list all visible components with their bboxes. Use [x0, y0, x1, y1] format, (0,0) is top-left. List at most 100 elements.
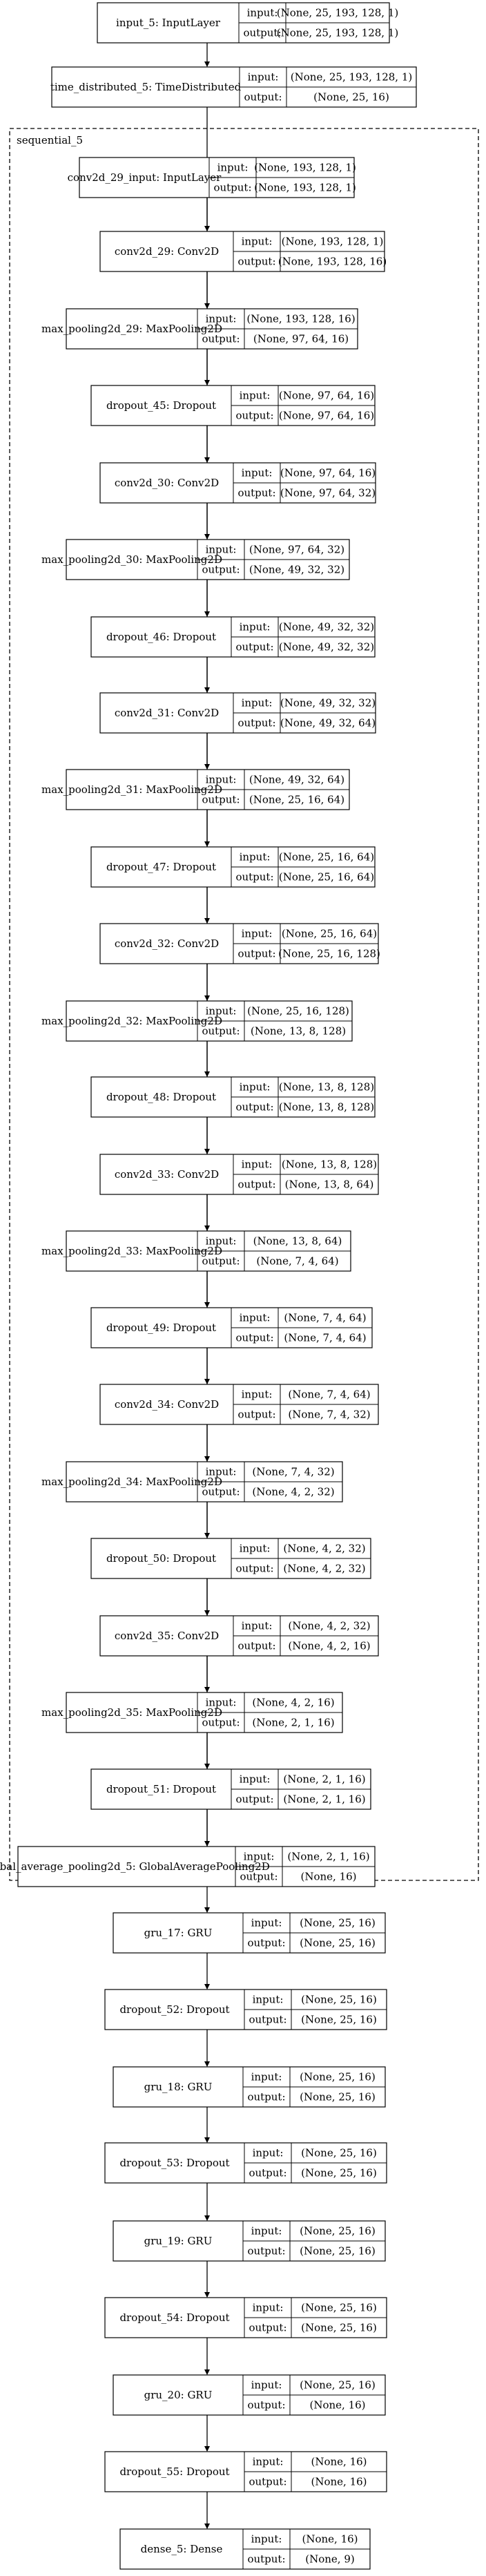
- input-port-label: input:: [251, 2533, 282, 2546]
- output-port-label: output:: [237, 1409, 275, 1421]
- layer-name: gru_19: GRU: [144, 2235, 213, 2247]
- layer-name: dropout_45: Dropout: [106, 399, 216, 412]
- input-shape: (None, 7, 4, 64): [288, 1389, 370, 1401]
- output-shape: (None, 2, 1, 16): [283, 1793, 365, 1806]
- input-port-label: input:: [247, 7, 278, 19]
- input-shape: (None, 49, 32, 32): [279, 621, 374, 633]
- output-shape: (None, 25, 16, 64): [249, 794, 344, 806]
- layer-name: dropout_52: Dropout: [119, 2003, 229, 2016]
- input-shape: (None, 25, 16): [300, 2071, 376, 2083]
- input-port-label: input:: [242, 467, 273, 479]
- layer-node: time_distributed_5: TimeDistributedinput…: [50, 66, 417, 108]
- input-shape: (None, 25, 16): [300, 2379, 376, 2392]
- layer-node: max_pooling2d_30: MaxPooling2Dinput:outp…: [41, 539, 350, 580]
- layer-name: dropout_47: Dropout: [106, 861, 216, 873]
- layer-name: max_pooling2d_33: MaxPooling2D: [41, 1245, 222, 1257]
- output-shape: (None, 25, 16): [300, 1937, 376, 1949]
- input-shape: (None, 13, 8, 128): [282, 1158, 377, 1171]
- output-shape: (None, 97, 64, 32): [280, 487, 376, 499]
- output-port-label: output:: [237, 717, 275, 729]
- layer-name: gru_20: GRU: [144, 2389, 213, 2401]
- input-shape: (None, 25, 16): [300, 2225, 376, 2238]
- input-port-label: input:: [240, 1081, 271, 1094]
- input-port-label: input:: [253, 2456, 284, 2468]
- input-shape: (None, 16): [302, 2533, 358, 2546]
- input-shape: (None, 49, 32, 64): [249, 774, 344, 786]
- layer-name: dropout_55: Dropout: [119, 2465, 229, 2478]
- input-shape: (None, 16): [311, 2456, 367, 2468]
- layer-name: conv2d_33: Conv2D: [115, 1168, 219, 1181]
- layer-name: gru_17: GRU: [144, 1927, 213, 1939]
- layer-name: conv2d_29_input: InputLayer: [68, 171, 222, 184]
- layer-name: dropout_50: Dropout: [106, 1552, 216, 1565]
- layer-name: max_pooling2d_29: MaxPooling2D: [41, 323, 222, 335]
- input-shape: (None, 25, 16): [301, 2302, 377, 2314]
- input-port-label: input:: [242, 1389, 273, 1401]
- layer-node: max_pooling2d_35: MaxPooling2Dinput:outp…: [41, 1692, 343, 1733]
- output-shape: (None, 193, 128, 1): [254, 182, 356, 194]
- output-shape: (None, 49, 32, 32): [279, 641, 374, 653]
- layer-name: conv2d_31: Conv2D: [115, 707, 219, 719]
- output-shape: (None, 25, 16, 128): [278, 948, 380, 960]
- layer-name: dropout_46: Dropout: [106, 631, 216, 643]
- group-label: sequential_5: [17, 134, 83, 146]
- input-shape: (None, 193, 128, 16): [246, 313, 355, 325]
- input-port-label: input:: [206, 313, 237, 325]
- input-port-label: input:: [206, 1697, 237, 1709]
- output-port-label: output:: [235, 1332, 273, 1344]
- input-port-label: input:: [206, 544, 237, 556]
- input-shape: (None, 97, 64, 16): [279, 390, 374, 402]
- input-port-label: input:: [217, 162, 249, 174]
- layer-name: gru_18: GRU: [144, 2081, 213, 2093]
- output-port-label: output:: [202, 333, 240, 345]
- input-port-label: input:: [240, 1312, 271, 1324]
- layer-name: dropout_49: Dropout: [106, 1322, 216, 1334]
- output-port-label: output:: [213, 182, 251, 194]
- output-port-label: output:: [202, 564, 240, 576]
- input-shape: (None, 25, 16): [301, 1994, 377, 2006]
- layer-name: dropout_53: Dropout: [119, 2157, 229, 2169]
- output-port-label: output:: [237, 1179, 275, 1191]
- output-shape: (None, 97, 64, 16): [253, 333, 349, 345]
- input-port-label: input:: [251, 2379, 282, 2392]
- output-shape: (None, 9): [305, 2553, 354, 2566]
- input-shape: (None, 97, 64, 16): [280, 467, 376, 479]
- input-port-label: input:: [242, 928, 273, 940]
- output-port-label: output:: [243, 27, 281, 39]
- input-port-label: input:: [253, 2302, 284, 2314]
- output-port-label: output:: [247, 2553, 285, 2566]
- input-shape: (None, 13, 8, 64): [253, 1235, 342, 1248]
- layer-name: dropout_51: Dropout: [106, 1783, 216, 1795]
- input-shape: (None, 193, 128, 1): [282, 236, 384, 248]
- input-shape: (None, 25, 16, 128): [247, 1005, 349, 1018]
- layer-node: global_average_pooling2d_5: GlobalAverag…: [0, 1846, 376, 1887]
- output-shape: (None, 7, 4, 32): [288, 1409, 370, 1421]
- input-port-label: input:: [206, 774, 237, 786]
- output-shape: (None, 49, 32, 32): [249, 564, 344, 576]
- layer-name: conv2d_35: Conv2D: [115, 1630, 219, 1642]
- output-port-label: output:: [237, 1640, 275, 1652]
- input-shape: (None, 13, 8, 128): [279, 1081, 374, 1094]
- output-port-label: output:: [240, 1871, 278, 1883]
- output-shape: (None, 97, 64, 16): [279, 410, 374, 422]
- output-shape: (None, 13, 8, 128): [251, 1025, 346, 1038]
- layer-node: max_pooling2d_33: MaxPooling2Dinput:outp…: [41, 1230, 351, 1272]
- input-port-label: input:: [240, 621, 271, 633]
- input-port-label: input:: [240, 851, 271, 864]
- input-port-label: input:: [206, 1466, 237, 1478]
- output-port-label: output:: [249, 2322, 286, 2334]
- input-port-label: input:: [240, 1543, 271, 1555]
